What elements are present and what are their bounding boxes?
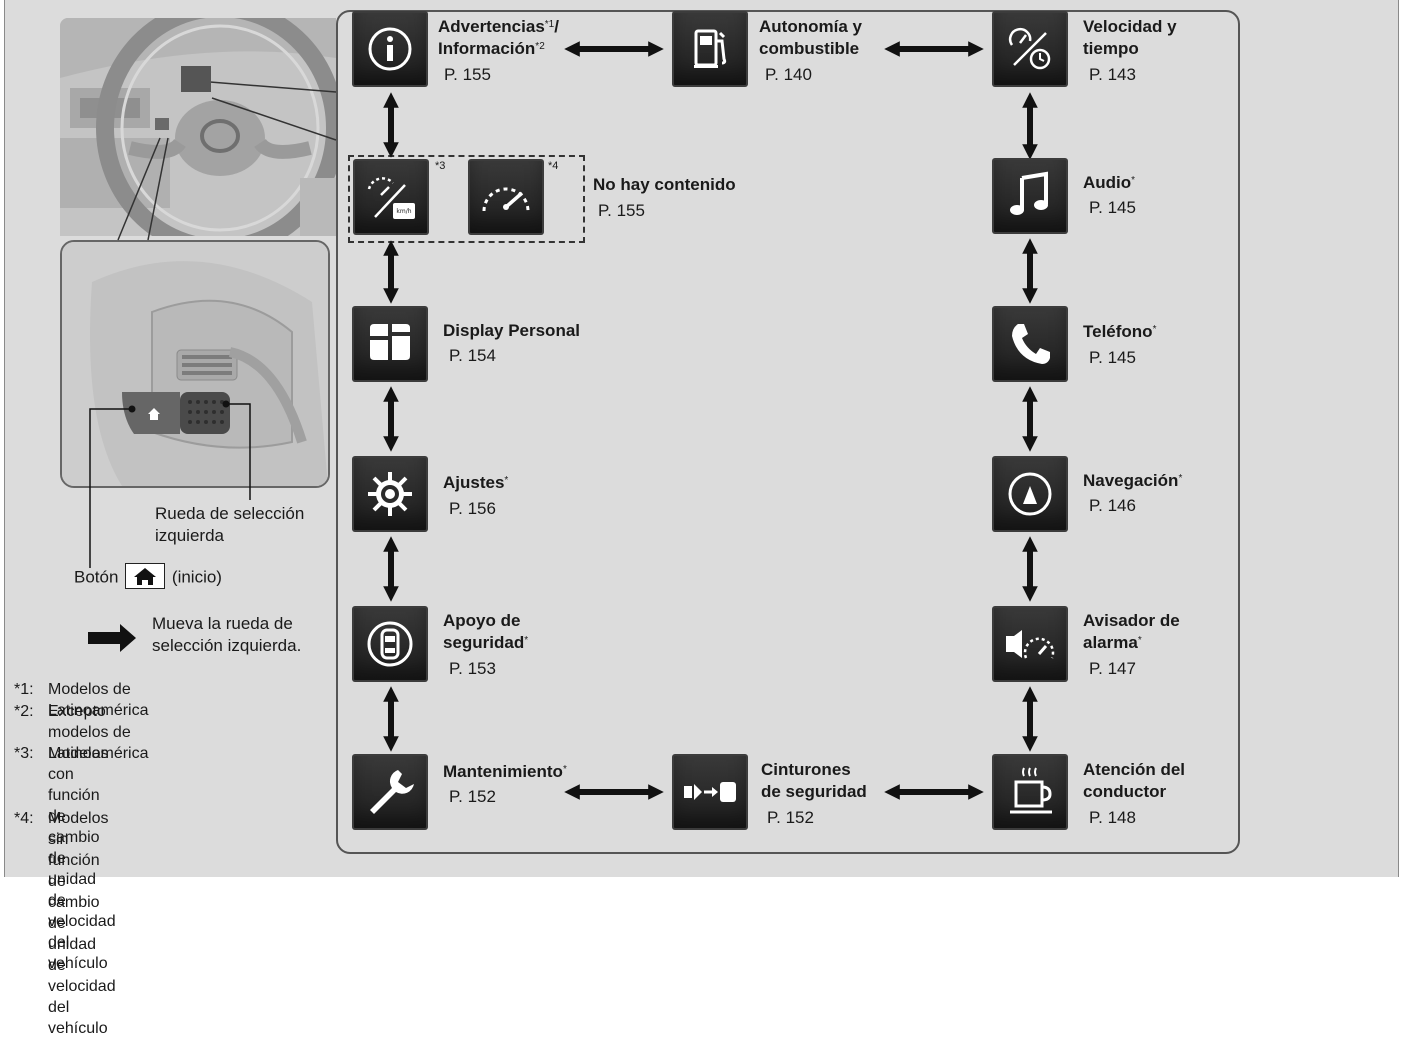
seatbelts-label-2: de seguridad <box>761 782 867 801</box>
dashboard-photo <box>60 18 336 236</box>
coffee-cup-icon[interactable] <box>992 754 1068 830</box>
fuel-pump-icon[interactable] <box>672 11 748 87</box>
settings-label: Ajustes* <box>443 473 509 492</box>
phone-label: Teléfono* <box>1083 322 1157 341</box>
no-content-label: No hay contenido <box>593 175 736 194</box>
audio-label: Audio* <box>1083 173 1136 192</box>
personal-display-icon[interactable] <box>352 306 428 382</box>
move-wheel-legend: Mueva la rueda de selección izquierda. <box>152 614 302 655</box>
music-note-icon[interactable] <box>992 158 1068 234</box>
seatbelt-icon[interactable] <box>672 754 748 830</box>
phone-page-ref[interactable]: P. 145 <box>1089 348 1136 367</box>
warnings-page-ref[interactable]: P. 155 <box>444 65 491 84</box>
seatbelts-page-ref[interactable]: P. 152 <box>767 808 814 827</box>
attention-page-ref[interactable]: P. 148 <box>1089 808 1136 827</box>
footnote-mark-3: *3 <box>435 160 446 172</box>
home-button-callout: Botón (inicio) <box>74 563 222 591</box>
attention-label-2: conductor <box>1083 782 1167 801</box>
safety-page-ref[interactable]: P. 153 <box>449 659 496 678</box>
navigation-label: Navegación* <box>1083 471 1183 490</box>
maintenance-label: Mantenimiento* <box>443 762 567 781</box>
maintenance-page-ref[interactable]: P. 152 <box>449 787 496 806</box>
alarm-speed-icon[interactable] <box>992 606 1068 682</box>
phone-icon[interactable] <box>992 306 1068 382</box>
display-page-ref[interactable]: P. 154 <box>449 346 496 365</box>
home-icon <box>125 563 166 589</box>
alarm-label-2: alarma* <box>1083 633 1142 652</box>
alarm-page-ref[interactable]: P. 147 <box>1089 659 1136 678</box>
range-label-2: combustible <box>759 39 860 58</box>
safety-label: Apoyo de <box>443 611 521 630</box>
speed-time-icon[interactable] <box>992 11 1068 87</box>
steering-wheel-zoom <box>60 240 330 488</box>
speed-label: Velocidad y <box>1083 17 1177 36</box>
speedometer-icon[interactable] <box>468 159 544 235</box>
wrench-icon[interactable] <box>352 754 428 830</box>
seatbelts-label: Cinturones <box>761 760 851 779</box>
svg-text:km/h: km/h <box>396 208 411 215</box>
audio-page-ref[interactable]: P. 145 <box>1089 198 1136 217</box>
safety-label-2: seguridad* <box>443 633 529 652</box>
compass-icon[interactable] <box>992 456 1068 532</box>
no-content-page-ref[interactable]: P. 155 <box>598 201 645 220</box>
info-icon[interactable] <box>352 11 428 87</box>
speed-label-2: tiempo <box>1083 39 1139 58</box>
attention-label: Atención del <box>1083 760 1186 779</box>
range-label: Autonomía y <box>759 17 862 36</box>
left-wheel-callout: Rueda de selección izquierda <box>155 504 305 545</box>
alarm-label: Avisador de <box>1083 611 1180 630</box>
speed-page-ref[interactable]: P. 143 <box>1089 65 1136 84</box>
range-page-ref[interactable]: P. 140 <box>765 65 812 84</box>
footnote-mark-4: *4 <box>548 160 559 172</box>
navigation-page-ref[interactable]: P. 146 <box>1089 496 1136 515</box>
car-safety-icon[interactable] <box>352 606 428 682</box>
warnings-label: Advertencias*1/ <box>438 17 559 36</box>
settings-page-ref[interactable]: P. 156 <box>449 499 496 518</box>
display-label: Display Personal <box>443 321 581 340</box>
warnings-label-2: Información*2 <box>438 39 545 58</box>
no-content-group-box <box>348 155 585 243</box>
speedometer-unit-icon[interactable]: km/h <box>353 159 429 235</box>
gear-icon[interactable] <box>352 456 428 532</box>
menu-map-frame <box>336 10 1240 854</box>
